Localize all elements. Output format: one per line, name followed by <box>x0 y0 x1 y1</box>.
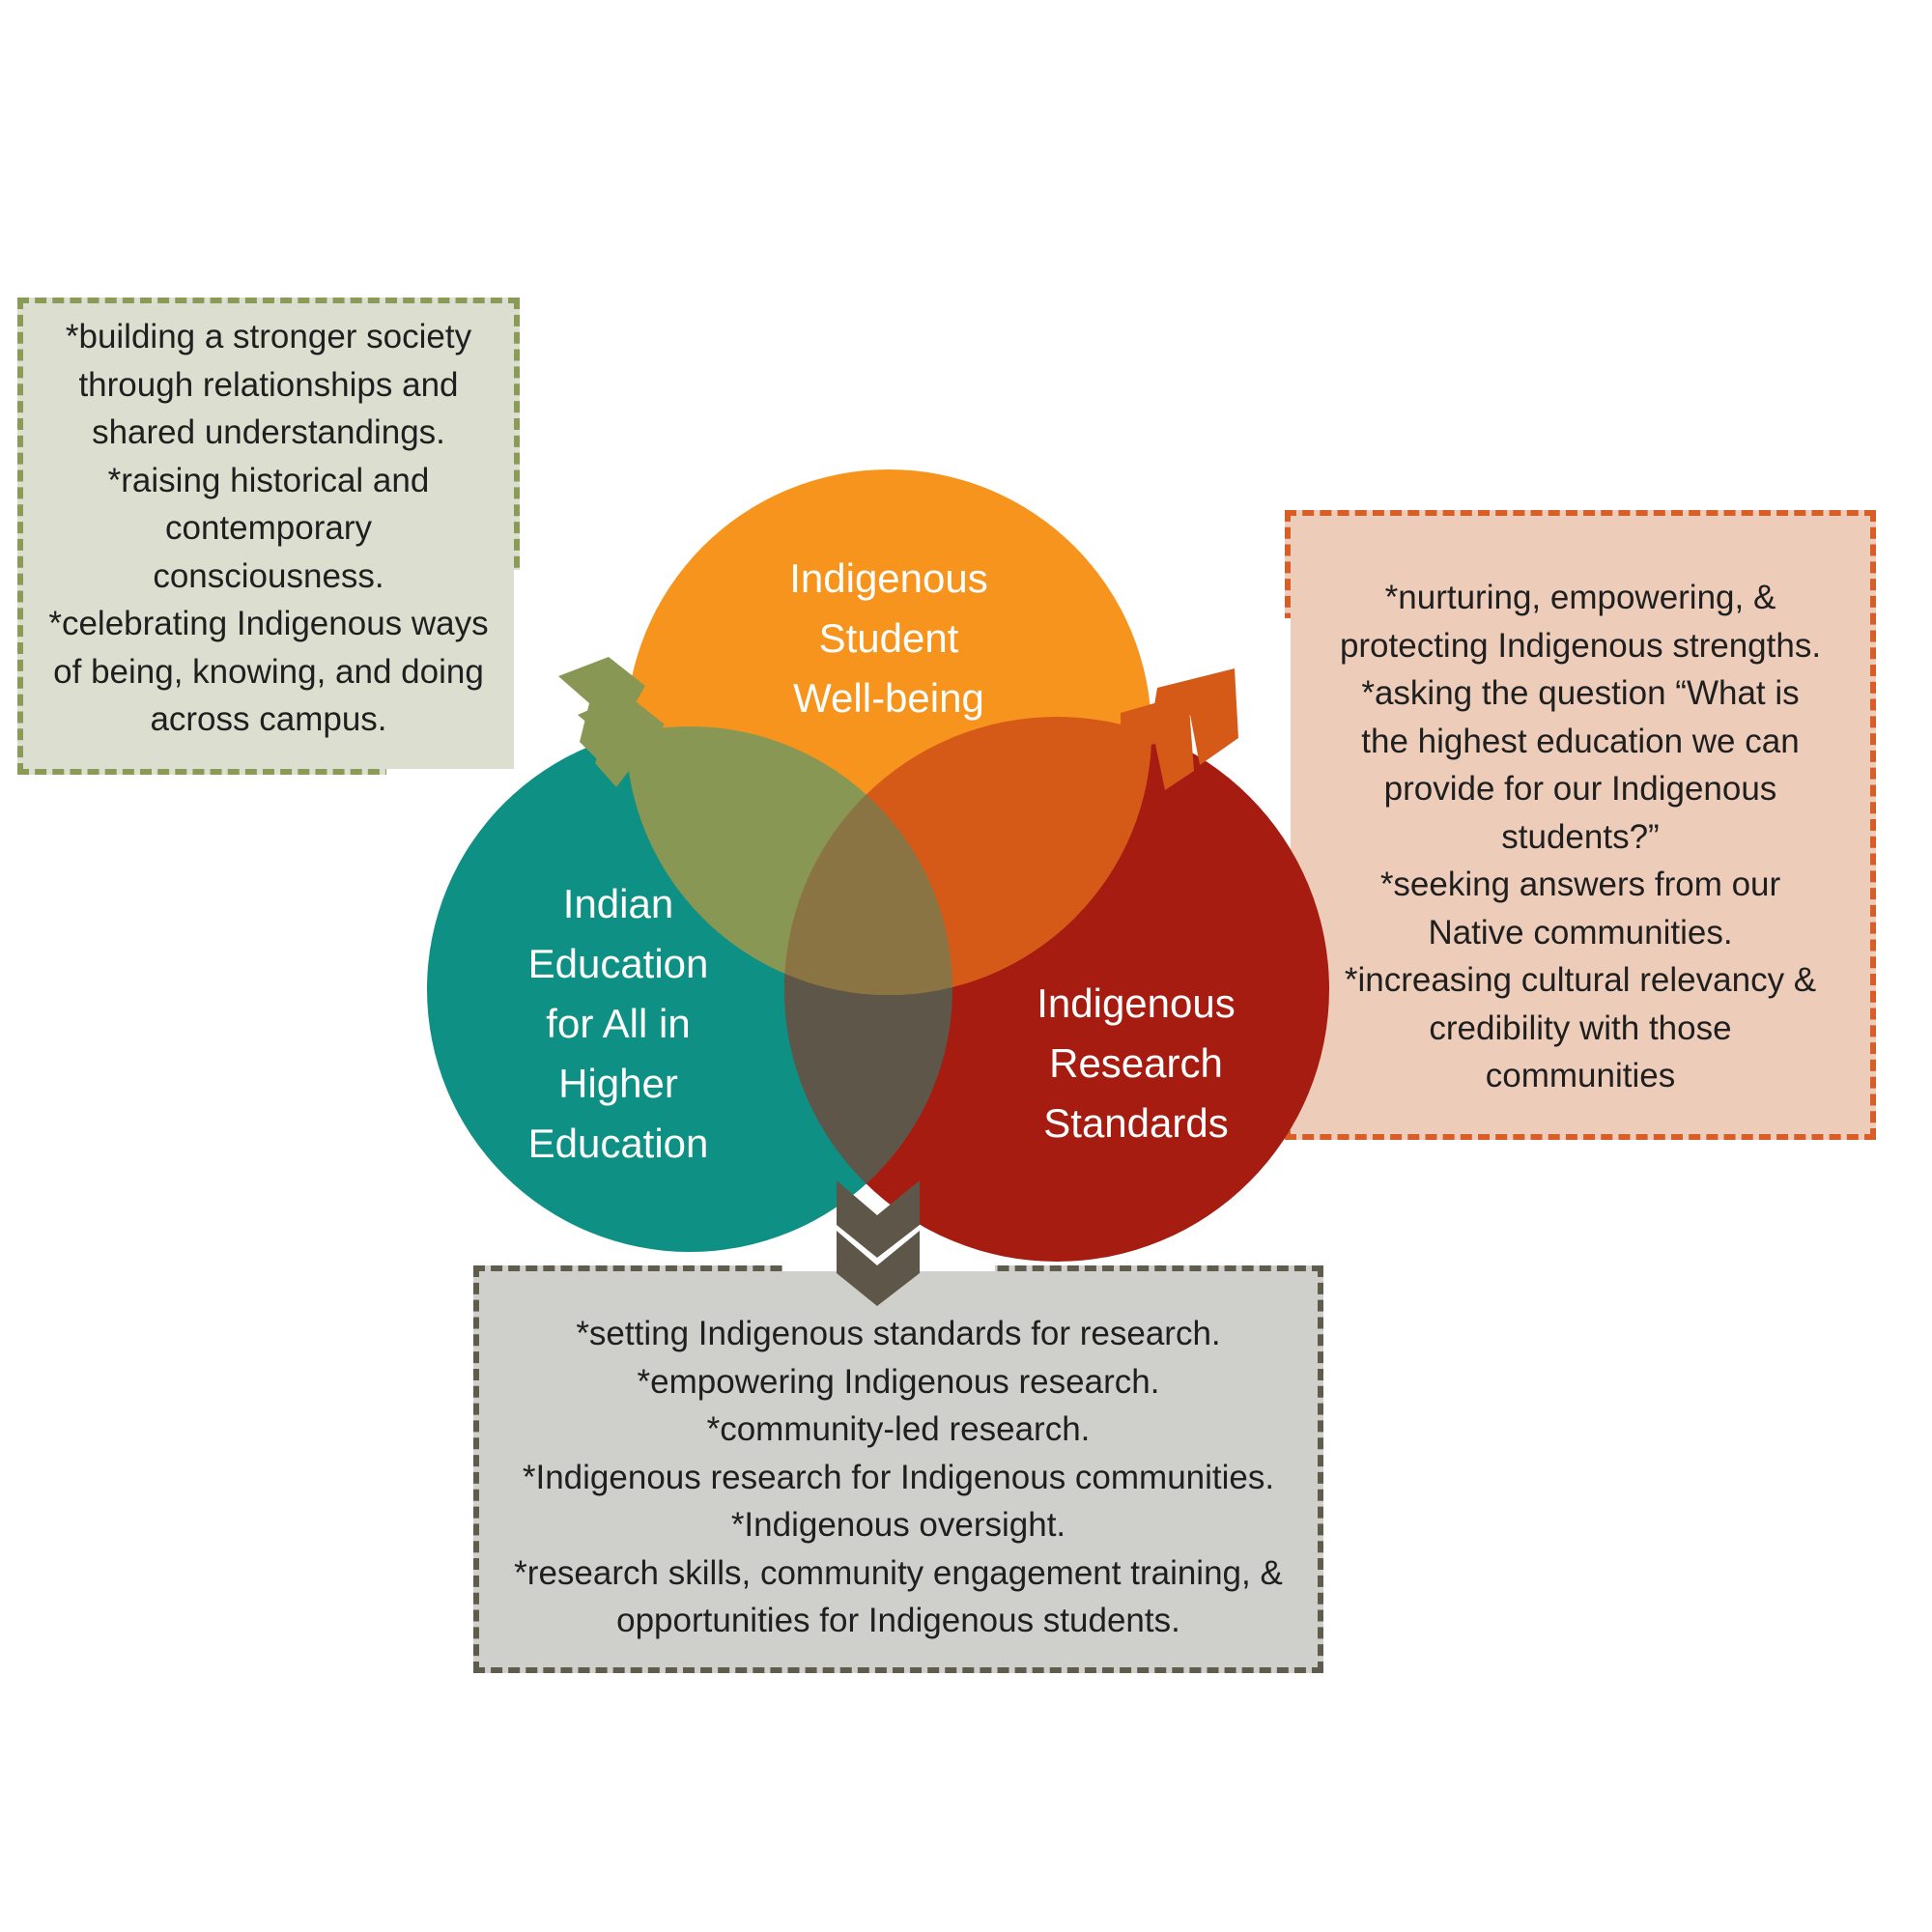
left-chevron-inner <box>578 694 665 787</box>
left-note-text: *building a stronger society through rel… <box>48 313 488 744</box>
left-circle-label-line: Education <box>527 941 709 986</box>
left-circle-label-line: Indian <box>562 881 674 926</box>
bottom-note-box: *setting Indigenous standards for resear… <box>473 1265 1323 1673</box>
left-note-line: through relationships and <box>78 365 459 404</box>
left-note-line: contemporary <box>165 509 372 547</box>
top-circle-label: Indigenous Student Well-being <box>744 549 1034 728</box>
left-note-line: of being, knowing, and doing <box>53 652 484 691</box>
bottom-note-line: *setting Indigenous standards for resear… <box>576 1315 1221 1352</box>
left-circle-label-line: for All in <box>546 1001 691 1046</box>
right-note-line: *seeking answers from our <box>1379 866 1781 903</box>
right-note-line: provide for our Indigenous <box>1383 770 1777 808</box>
right-note-text: *nurturing, empowering, & protecting Ind… <box>1340 574 1821 1100</box>
left-note-line: *celebrating Indigenous ways <box>48 605 489 642</box>
right-circle-label-line: Research <box>1049 1040 1223 1086</box>
left-note-line: shared understandings. <box>92 413 445 451</box>
right-note-line: protecting Indigenous strengths. <box>1339 626 1822 665</box>
left-box-border-gap <box>386 769 531 781</box>
right-circle-label: Indigenous Research Standards <box>1001 974 1271 1153</box>
top-circle-label-line: Well-being <box>793 675 984 721</box>
bottom-chevron-lower <box>837 1231 920 1306</box>
right-chevron-outer <box>1151 668 1238 765</box>
right-note-line: *asking the question “What is <box>1361 674 1800 712</box>
bottom-note-line: *Indigenous oversight. <box>730 1506 1066 1544</box>
left-note-line: consciousness. <box>153 556 384 595</box>
right-circle-label-line: Indigenous <box>1037 980 1236 1026</box>
bottom-note-line: *empowering Indigenous research. <box>637 1362 1160 1401</box>
left-circle-label: Indian Education for All in Higher Educa… <box>483 874 753 1174</box>
left-note-line: *building a stronger society <box>65 318 472 355</box>
left-circle-label-line: Education <box>527 1121 709 1166</box>
bottom-note-line: *research skills, community engagement t… <box>514 1553 1283 1592</box>
left-box-border-gap <box>514 570 526 782</box>
right-note-line: *increasing cultural relevancy & <box>1344 961 1817 999</box>
bottom-note-line: *Indigenous research for Indigenous comm… <box>522 1458 1275 1496</box>
right-note-line: students?” <box>1501 817 1660 856</box>
right-note-line: credibility with those <box>1429 1009 1732 1047</box>
bottom-note-line: *community-led research. <box>706 1410 1091 1448</box>
left-note-line: across campus. <box>150 700 387 738</box>
double-chevron-icon <box>837 1180 920 1306</box>
right-note-line: communities <box>1485 1057 1676 1094</box>
right-note-line: Native communities. <box>1428 913 1733 952</box>
right-note-box: *nurturing, empowering, & protecting Ind… <box>1285 510 1876 1140</box>
top-circle-label-line: Indigenous <box>789 555 988 601</box>
right-chevron-inner <box>1121 694 1194 790</box>
right-note-line: *nurturing, empowering, & <box>1384 579 1776 616</box>
bottom-note-text: *setting Indigenous standards for resear… <box>514 1310 1283 1645</box>
double-chevron-icon <box>1121 668 1238 790</box>
left-note-box: *building a stronger society through rel… <box>17 298 520 775</box>
bottom-note-line: opportunities for Indigenous students. <box>616 1602 1180 1639</box>
left-note-line: *raising historical and <box>107 461 430 499</box>
top-circle-label-line: Student <box>818 615 959 661</box>
left-circle-label-line: Higher <box>558 1061 678 1106</box>
double-chevron-icon <box>558 657 665 787</box>
bottom-chevron-upper <box>837 1180 920 1258</box>
right-note-line: the highest education we can <box>1361 722 1800 760</box>
right-circle-label-line: Standards <box>1043 1100 1229 1146</box>
